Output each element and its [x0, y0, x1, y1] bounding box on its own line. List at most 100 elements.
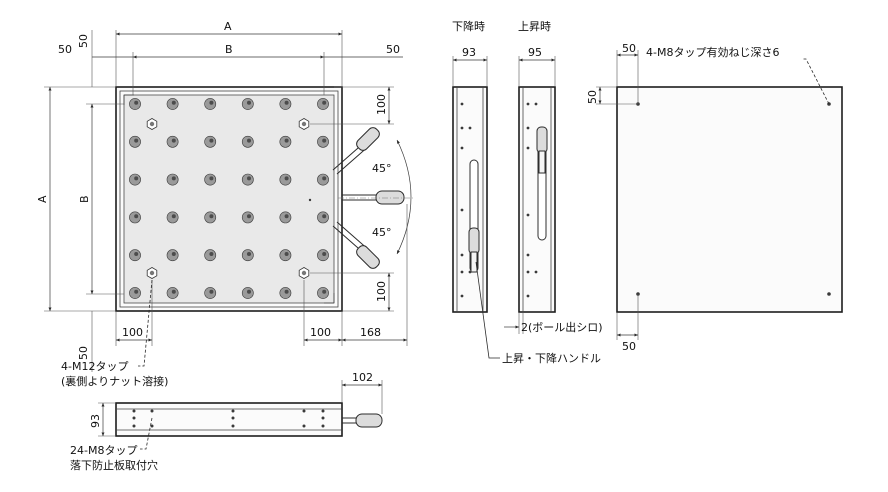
handle-middle — [342, 190, 405, 205]
side-hole — [534, 102, 538, 106]
lowered-handle — [468, 227, 480, 273]
front-hole — [302, 409, 306, 413]
ball-hole — [241, 173, 254, 186]
dim-B-left: B — [78, 195, 91, 203]
ball-hole — [241, 211, 254, 224]
dim-93-lowered: 93 — [462, 46, 476, 59]
m12-tap-note: 4-M12タップ (裏側よりナット溶接) — [61, 279, 168, 388]
dim-50-left: 50 — [58, 43, 72, 56]
ball-hole — [317, 98, 329, 110]
dim-93-front: 93 — [89, 414, 102, 428]
handle-note: 上昇・下降ハンドル — [475, 261, 601, 365]
handle-upper — [332, 127, 380, 175]
ball-hole — [204, 173, 217, 186]
ball-hole — [317, 135, 329, 148]
handle-leader — [475, 261, 500, 359]
m12-tap — [146, 118, 158, 130]
bottom-view: 50 50 50 4-M8タップ有効ねじ深さ6 — [586, 42, 843, 353]
angle-arc — [396, 139, 412, 255]
front-view: 102 93 — [89, 371, 383, 437]
front-view-holes — [132, 409, 325, 428]
side-hole — [526, 253, 530, 257]
ball-hole — [279, 135, 292, 148]
raised-body — [518, 86, 556, 313]
front-hole — [150, 409, 154, 413]
ball-protrusion-label: 2(ボール出シロ) — [521, 320, 603, 334]
front-hole — [132, 416, 136, 420]
ball-hole — [317, 249, 329, 262]
ball-hole — [204, 287, 217, 299]
m12-tap — [146, 267, 158, 279]
ball-hole — [129, 98, 141, 110]
side-hole — [460, 270, 464, 274]
m8-tap-note-line1: 24-M8タップ — [70, 444, 137, 457]
dim-50-top-vertical: 50 — [77, 34, 90, 48]
side-hole — [468, 126, 472, 130]
front-hole — [231, 416, 235, 420]
ball-hole — [129, 249, 141, 262]
side-hole — [460, 253, 464, 257]
dim-100-right-bottom: 100 — [375, 281, 388, 302]
front-hole — [132, 409, 136, 413]
m8-effective-leader — [802, 58, 830, 105]
lowered-title: 下降時 — [452, 19, 485, 33]
side-view-lowered: 下降時 93 — [452, 19, 488, 313]
raised-holes — [526, 102, 538, 298]
ball-hole — [129, 287, 141, 299]
ball-hole — [166, 211, 179, 224]
handle-note-label: 上昇・下降ハンドル — [502, 351, 601, 365]
dim-A-top: A — [224, 20, 232, 33]
ball-hole — [166, 173, 179, 186]
ball-hole — [204, 135, 217, 148]
top-view-frame-inner — [119, 90, 339, 308]
side-hole — [460, 146, 464, 150]
raised-handle — [536, 126, 548, 174]
m8-tap-note-line2: 落下防止板取付穴 — [70, 458, 158, 472]
angle-upper-label: 45° — [372, 162, 392, 175]
side-hole — [526, 146, 530, 150]
side-view-raised: 上昇時 95 2(ボール出シロ) — [504, 20, 603, 334]
corner-bracket-br — [324, 293, 335, 304]
bottom-tap-br — [827, 292, 831, 296]
corner-bracket-tl — [123, 94, 134, 105]
ball-transfer-grid — [129, 98, 329, 299]
m12-tap — [298, 118, 310, 130]
dim-100-right-top: 100 — [375, 94, 388, 115]
m12-tap-note-line2: (裏側よりナット溶接) — [61, 374, 168, 388]
angle-lower-label: 45° — [372, 226, 392, 239]
dim-95-raised: 95 — [528, 46, 542, 59]
top-view: 45° 45° A B 50 50 50 A B 100 — [36, 20, 414, 372]
side-hole — [534, 270, 538, 274]
ball-hole — [241, 249, 254, 262]
m12-tap-leader — [138, 279, 153, 367]
ball-hole — [317, 287, 329, 299]
side-hole — [526, 294, 530, 298]
m8-tap-leader — [140, 417, 153, 450]
ball-hole — [279, 98, 292, 110]
dim-100-bottom-left: 100 — [122, 326, 143, 339]
raised-title: 上昇時 — [518, 20, 551, 33]
ball-hole — [204, 211, 217, 224]
front-view-body — [115, 402, 343, 437]
front-hole — [132, 424, 136, 428]
ball-hole — [166, 135, 179, 148]
dim-100-bottom-right: 100 — [310, 326, 331, 339]
dim-50-bottom-vertical: 50 — [77, 346, 90, 360]
m12-tap-note-line1: 4-M12タップ — [61, 360, 128, 373]
side-hole — [460, 126, 464, 130]
center-mark — [308, 198, 312, 202]
ball-hole — [317, 211, 329, 224]
m12-tap-holes — [146, 118, 310, 279]
dim-50-bottomview-bottom: 50 — [622, 340, 636, 353]
m8-effective-label: 4-M8タップ有効ねじ深さ6 — [646, 45, 779, 59]
ball-hole — [166, 249, 179, 262]
bottom-view-body — [616, 86, 843, 313]
side-hole — [526, 126, 530, 130]
ball-hole — [166, 98, 179, 110]
ball-hole — [166, 287, 179, 299]
side-hole — [460, 208, 464, 212]
ball-hole — [279, 249, 292, 262]
front-hole — [321, 424, 325, 428]
dim-50-bottomview-top: 50 — [586, 90, 599, 104]
